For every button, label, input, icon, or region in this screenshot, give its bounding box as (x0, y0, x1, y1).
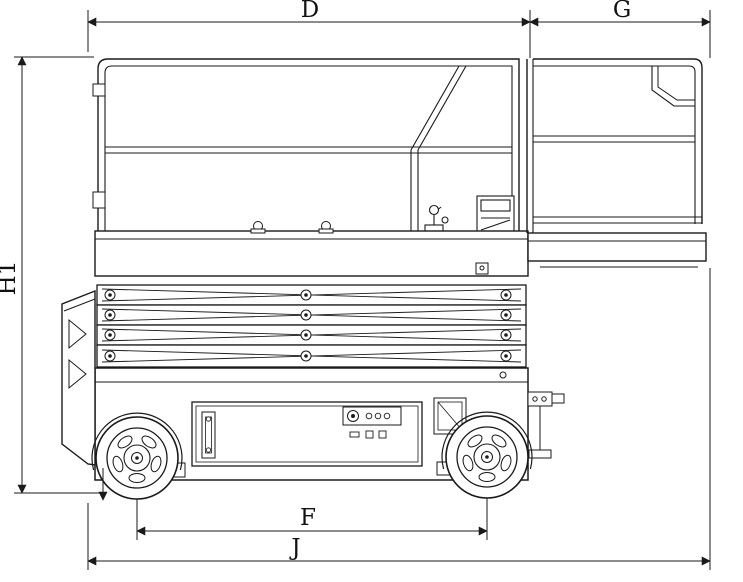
guardrail-diagonal-inner (417, 65, 467, 151)
bracket-plate (527, 391, 553, 407)
panel-button (365, 430, 374, 439)
right-spoke-holes (462, 434, 512, 482)
chassis-bolt (499, 371, 507, 379)
extension-platform (527, 232, 707, 262)
guardrail-inner (104, 65, 513, 231)
pivot-dot (108, 293, 112, 297)
spoke-hole (112, 455, 124, 473)
pivot-dot (304, 293, 308, 297)
ladder-top-line (63, 298, 96, 312)
pivot-dot (108, 333, 112, 337)
extension-deck (526, 58, 707, 268)
dimension-label-f: F (300, 505, 316, 531)
panel-button (378, 430, 387, 439)
post-bracket-upper (92, 83, 106, 97)
indicator-lamp (374, 412, 382, 420)
scissor-mechanism (96, 284, 527, 368)
spoke-hole (117, 435, 133, 449)
pivot-dot (108, 354, 112, 358)
dimension-label-d: D (301, 0, 319, 23)
deck-body (94, 230, 529, 277)
left-wheel-arch (91, 412, 183, 471)
panel-handle-bolt-top (205, 416, 212, 422)
right-entry-bracket (527, 391, 565, 459)
ladder-cutout-lower (68, 358, 87, 390)
pivot-dot (304, 354, 308, 358)
guardrail-diagonal-outer (410, 65, 460, 151)
ladder (61, 289, 96, 466)
extension-corner-outer (651, 66, 695, 107)
deck-under-bolt (479, 265, 485, 271)
console-diagonal (480, 219, 511, 231)
spoke-hole (150, 455, 162, 473)
spoke-hole (462, 454, 474, 472)
dimension-label-j: J (289, 535, 300, 561)
dimension-g (529, 10, 711, 58)
scissor-pivots (104, 289, 512, 362)
gauge-dot (351, 414, 355, 418)
pivot-dot (108, 313, 112, 317)
pivot-dot (304, 313, 308, 317)
platform-guardrails (92, 58, 520, 231)
spoke-hole (141, 435, 157, 449)
bracket-foot (528, 449, 552, 459)
indicator-lamp (383, 412, 391, 420)
joystick-knob (428, 204, 440, 216)
extension-corner-inner (657, 66, 695, 101)
left-wheel (95, 416, 179, 500)
chassis-component-diagonal (437, 401, 463, 431)
spoke-hole (500, 454, 512, 472)
pivot-dot (504, 293, 508, 297)
console-panel (480, 199, 511, 212)
dimension-label-h1: H1 (0, 261, 21, 296)
post-bracket-lower (92, 191, 106, 209)
pivot-dot (304, 333, 308, 337)
dimension-j (87, 268, 711, 570)
deck-ring-left-base (250, 228, 266, 234)
pivot-dot (504, 354, 508, 358)
spoke-hole (491, 434, 507, 448)
pivot-dot (504, 333, 508, 337)
guardrail-outer (97, 58, 520, 231)
left-spoke-holes (112, 435, 162, 483)
spoke-hole (467, 434, 483, 448)
bracket-bolt (532, 396, 538, 402)
dimension-label-g: G (613, 0, 631, 23)
right-wheel-arch (441, 411, 533, 470)
bracket-bolt (541, 396, 547, 402)
joystick-button (441, 216, 449, 224)
spoke-hole (128, 473, 146, 483)
pivot-dot (504, 313, 508, 317)
right-axle-dot (485, 455, 489, 459)
extension-rail-outer (533, 58, 703, 224)
indicator-lamp (365, 412, 373, 420)
deck-ring-right-base (318, 228, 334, 234)
right-wheel (445, 415, 529, 499)
spoke-hole (478, 472, 496, 482)
panel-handle-bolt-bottom (205, 447, 212, 453)
dimension-h1 (14, 56, 106, 494)
platform-deck (94, 221, 529, 277)
ladder-cutout-upper (68, 318, 87, 350)
extension-rail-inner (533, 65, 696, 224)
panel-switch (349, 431, 360, 438)
bracket-tab (551, 393, 565, 404)
left-axle-dot (135, 456, 139, 460)
platform-console (424, 195, 515, 233)
